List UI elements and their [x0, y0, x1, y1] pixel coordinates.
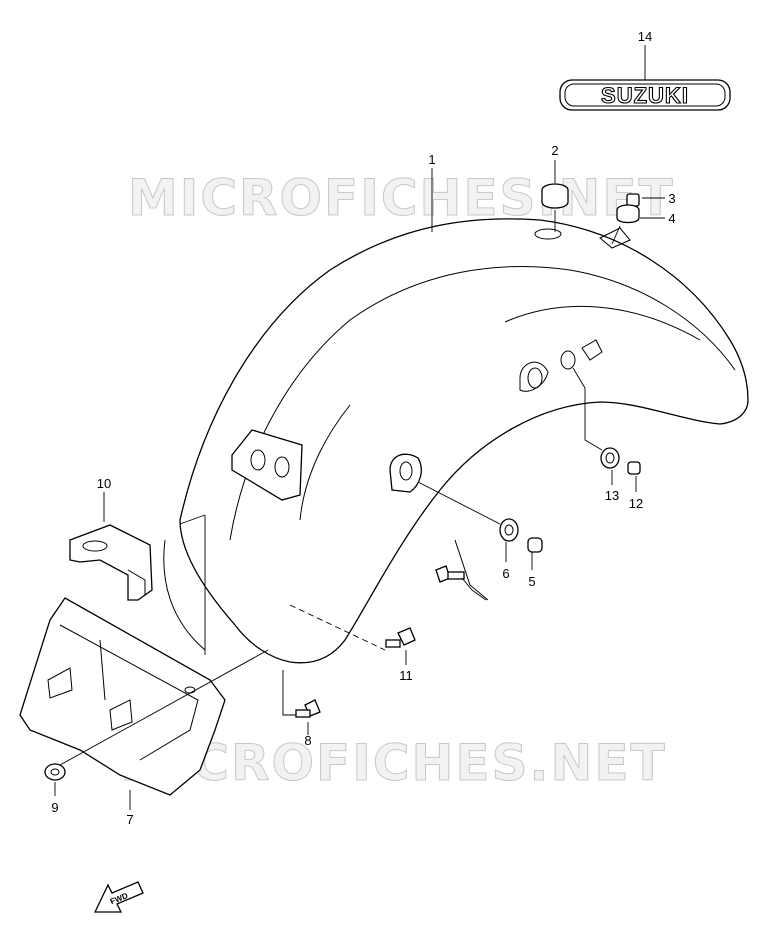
callout-14: 14: [638, 29, 652, 44]
grommet-small-icon[interactable]: [616, 204, 640, 224]
grommet-icon[interactable]: [541, 183, 569, 209]
rear-fender-icon[interactable]: [163, 218, 749, 664]
callout-8: 8: [304, 733, 311, 748]
bolt-lower-icon[interactable]: [295, 699, 321, 718]
callout-5: 5: [528, 574, 535, 589]
emblem-text: SUZUKI: [601, 83, 689, 108]
collar-mid-icon[interactable]: [527, 537, 543, 553]
grommet-mid-icon[interactable]: [499, 518, 519, 542]
callout-9: 9: [51, 800, 58, 815]
flange-bolt-icon[interactable]: [385, 627, 416, 648]
callout-3: 3: [668, 191, 675, 206]
callout-12: 12: [629, 496, 643, 511]
callout-11: 11: [399, 668, 413, 683]
collar-side-icon[interactable]: [627, 461, 641, 475]
suzuki-emblem-icon[interactable]: SUZUKI: [559, 79, 731, 111]
callout-6: 6: [502, 566, 509, 581]
watermark-top: MICROFICHES.NET: [128, 169, 675, 227]
fwd-arrow-icon: FWD: [93, 881, 144, 913]
bracket-icon[interactable]: [69, 524, 153, 601]
collar-small-icon[interactable]: [626, 193, 640, 207]
grommet-side-icon[interactable]: [600, 447, 620, 469]
callout-7: 7: [126, 812, 133, 827]
fender-cover-icon[interactable]: [19, 597, 226, 796]
callout-10: 10: [97, 476, 111, 491]
callout-2: 2: [551, 143, 558, 158]
nut-icon[interactable]: [44, 763, 66, 781]
callout-1: 1: [428, 152, 435, 167]
callout-4: 4: [668, 211, 675, 226]
bolt-icon[interactable]: [435, 565, 465, 583]
callout-13: 13: [605, 488, 619, 503]
